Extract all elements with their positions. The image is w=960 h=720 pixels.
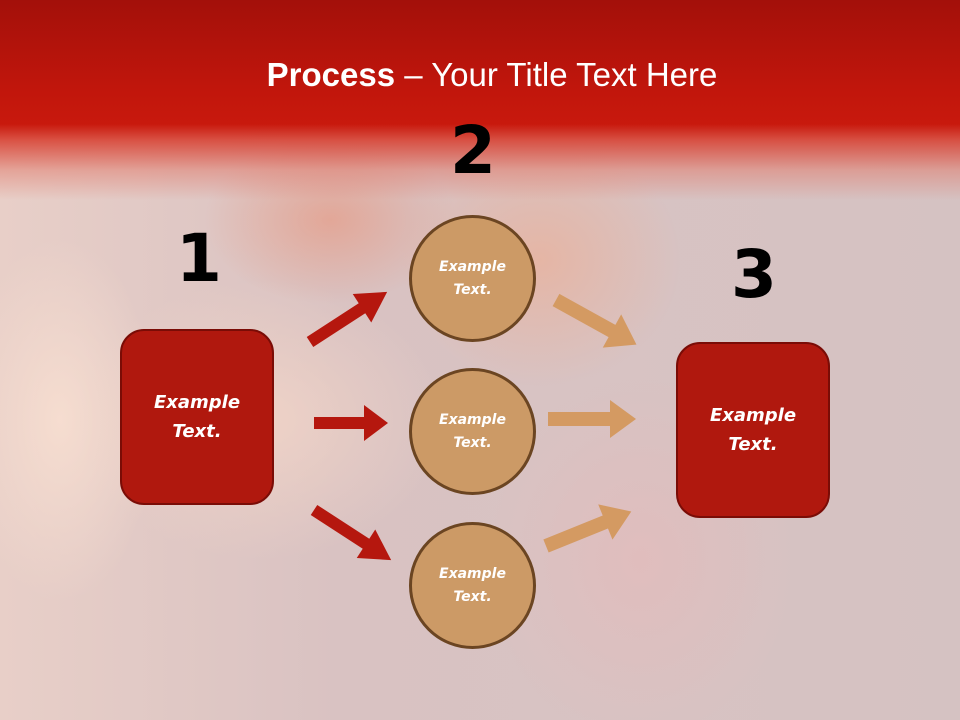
circle-top-line1: Example <box>439 258 506 275</box>
arrow-up-right-tan-icon <box>543 504 632 553</box>
arrow-up-right-red-icon <box>306 291 388 348</box>
arrow-down-right-red-icon <box>310 504 392 561</box>
step-number-1: 1 <box>176 220 222 297</box>
slide-title: Process – Your Title Text Here <box>0 54 960 96</box>
step-box-3-line2: Text. <box>728 434 778 455</box>
step-box-1-line2: Text. <box>172 421 222 442</box>
arrow-right-tan-icon <box>548 400 636 438</box>
step-circle-middle: Example Text. <box>409 368 536 495</box>
title-rest: – Your Title Text Here <box>395 56 718 93</box>
circle-middle-line1: Example <box>439 411 506 428</box>
step-number-3: 3 <box>731 236 777 313</box>
step-box-1: Example Text. <box>120 329 274 505</box>
arrow-down-right-tan-icon <box>552 293 637 348</box>
circle-top-line2: Text. <box>453 281 492 298</box>
step-box-3-line1: Example <box>709 405 797 426</box>
arrow-right-red-icon <box>314 405 388 441</box>
circle-middle-line2: Text. <box>453 434 492 451</box>
header-band <box>0 0 960 200</box>
step-circle-top: Example Text. <box>409 215 536 342</box>
step-box-3: Example Text. <box>676 342 830 518</box>
title-bold: Process <box>266 56 396 93</box>
circle-bottom-line1: Example <box>439 565 506 582</box>
step-circle-bottom: Example Text. <box>409 522 536 649</box>
step-box-1-line1: Example <box>153 392 241 413</box>
circle-bottom-line2: Text. <box>453 588 492 605</box>
step-number-2: 2 <box>450 112 496 189</box>
